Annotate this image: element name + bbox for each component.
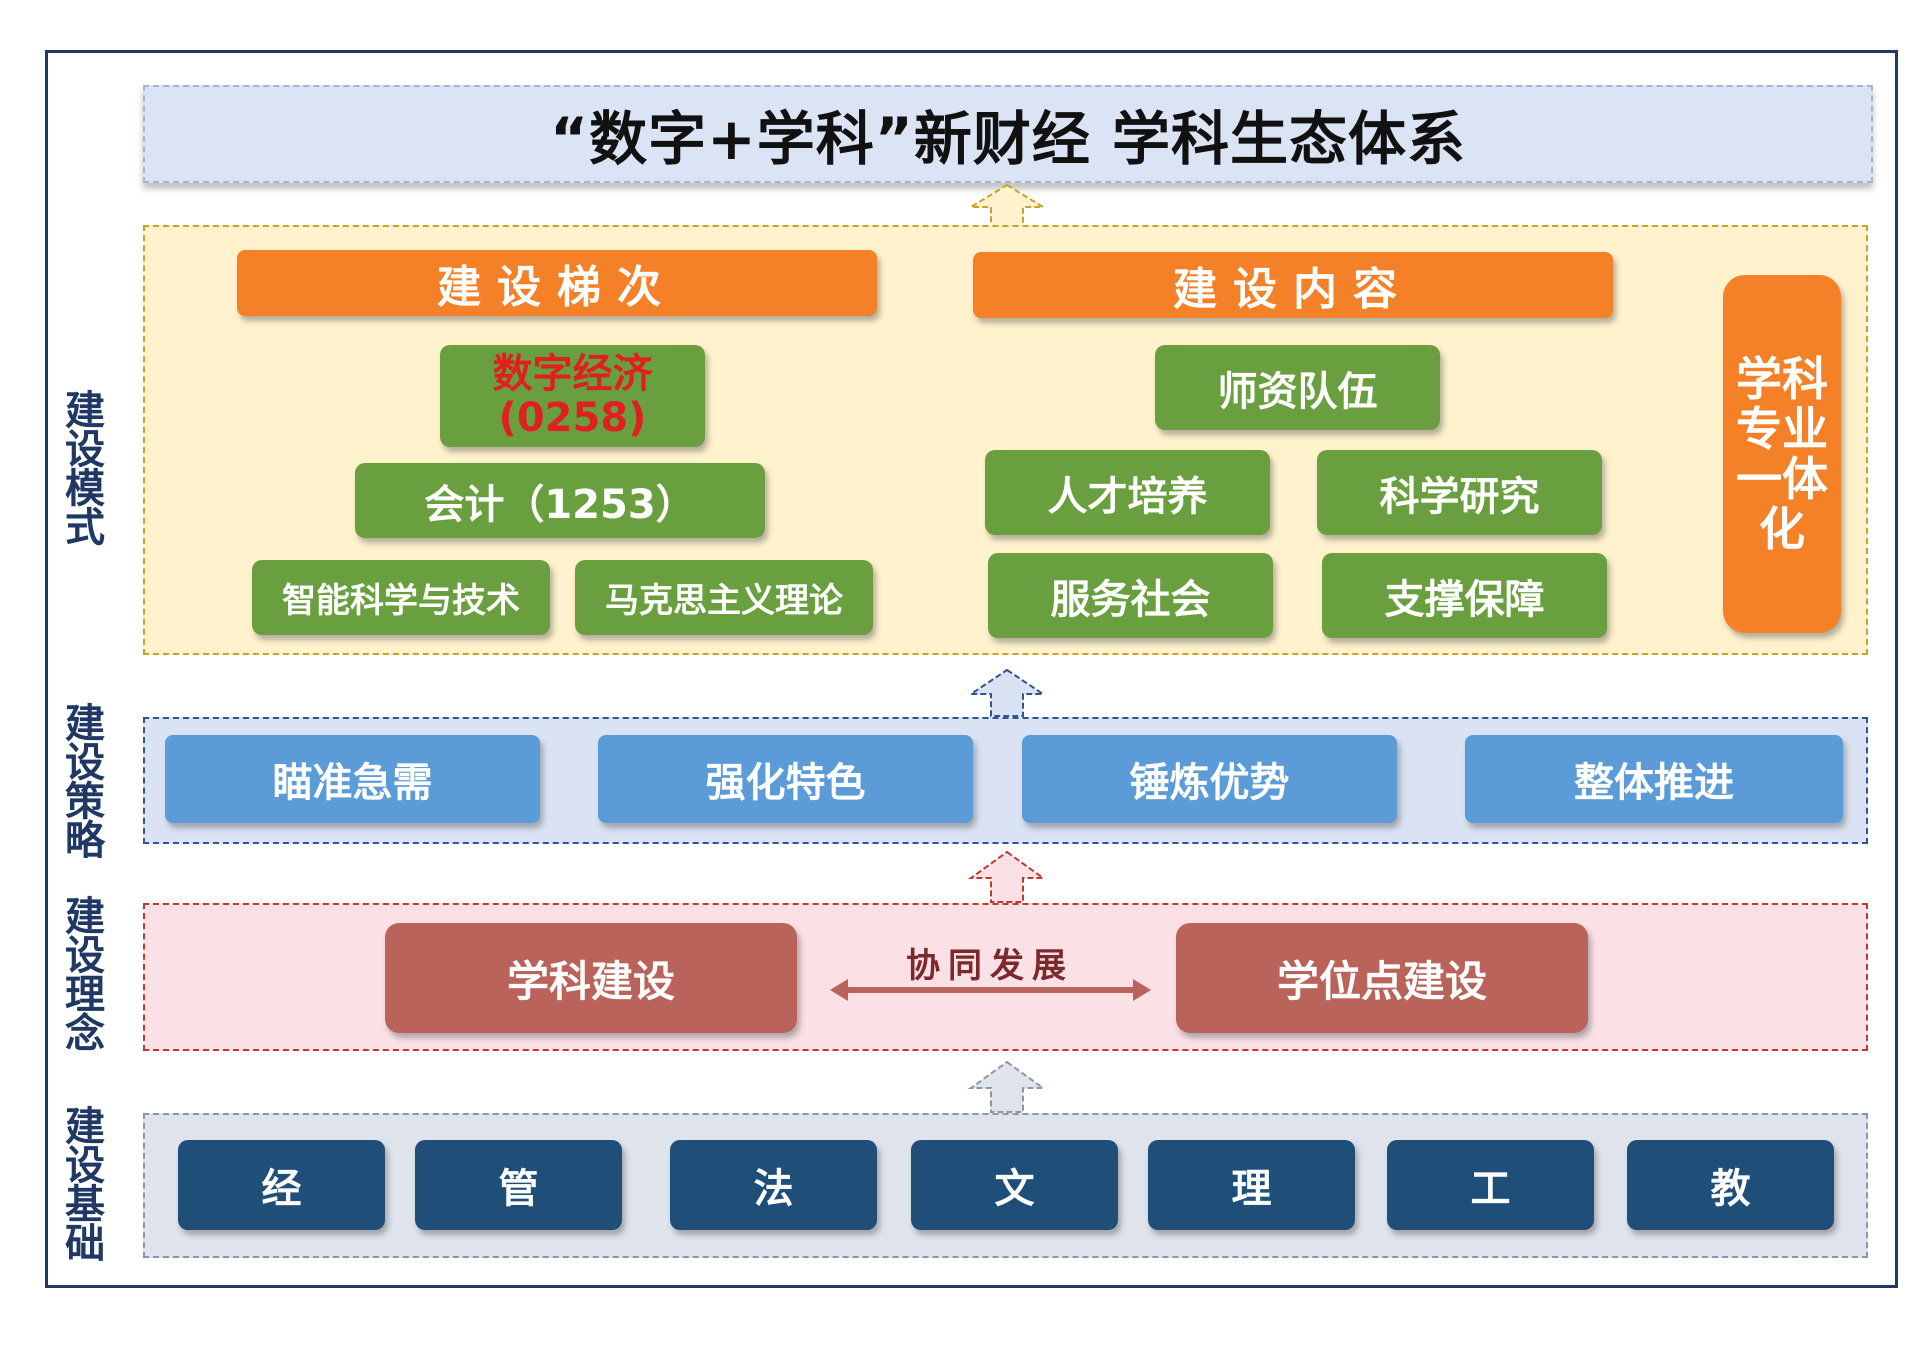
talent-box: 人才培养: [985, 450, 1270, 535]
accounting-box: 会计（1253）: [355, 463, 765, 538]
base-box-science: 理: [1148, 1140, 1355, 1230]
strategy-box-3: 锤炼优势: [1022, 735, 1397, 823]
side-label-model: 建设模式: [65, 388, 105, 551]
base-box-literature: 文: [911, 1140, 1118, 1230]
digital-economy-box: 数字经济 (0258): [440, 345, 705, 447]
marxism-box: 马克思主义理论: [575, 560, 873, 635]
base-box-management: 管: [415, 1140, 622, 1230]
content-header: 建设内容: [973, 252, 1613, 318]
base-box-engineering: 工: [1387, 1140, 1594, 1230]
base-box-education: 教: [1627, 1140, 1834, 1230]
up-arrow-to-model: [967, 668, 1047, 717]
discipline-construction-box: 学科建设: [385, 923, 797, 1033]
ai-science-box: 智能科学与技术: [252, 560, 550, 635]
up-arrow-to-concept: [967, 1060, 1047, 1113]
degree-point-box: 学位点建设: [1176, 923, 1588, 1033]
base-box-economics: 经: [178, 1140, 385, 1230]
diagram-frame: [45, 50, 1898, 1288]
digital-economy-name: 数字经济: [492, 351, 653, 397]
integration-box: 学科专业一体化: [1723, 275, 1841, 633]
strategy-box-2: 强化特色: [598, 735, 973, 823]
diagram-title: “数字+学科”新财经 学科生态体系: [549, 105, 1467, 173]
side-label-concept: 建设理念: [65, 894, 105, 1057]
service-box: 服务社会: [988, 553, 1273, 638]
up-arrow-to-strategy: [967, 850, 1047, 903]
faculty-box: 师资队伍: [1155, 345, 1440, 430]
tier-header: 建设梯次: [237, 250, 877, 316]
support-box: 支撑保障: [1322, 553, 1607, 638]
strategy-box-4: 整体推进: [1465, 735, 1843, 823]
research-box: 科学研究: [1317, 450, 1602, 535]
base-box-law: 法: [670, 1140, 877, 1230]
strategy-box-1: 瞄准急需: [165, 735, 540, 823]
side-label-base: 建设基础: [65, 1104, 105, 1267]
digital-economy-code: (0258): [498, 395, 647, 441]
collaboration-label: 协同发展: [906, 946, 1074, 986]
double-arrow: [830, 979, 1151, 1001]
side-label-strategy: 建设策略: [65, 701, 105, 864]
up-arrow-to-title: [967, 183, 1047, 227]
title-band: “数字+学科”新财经 学科生态体系: [143, 85, 1873, 183]
